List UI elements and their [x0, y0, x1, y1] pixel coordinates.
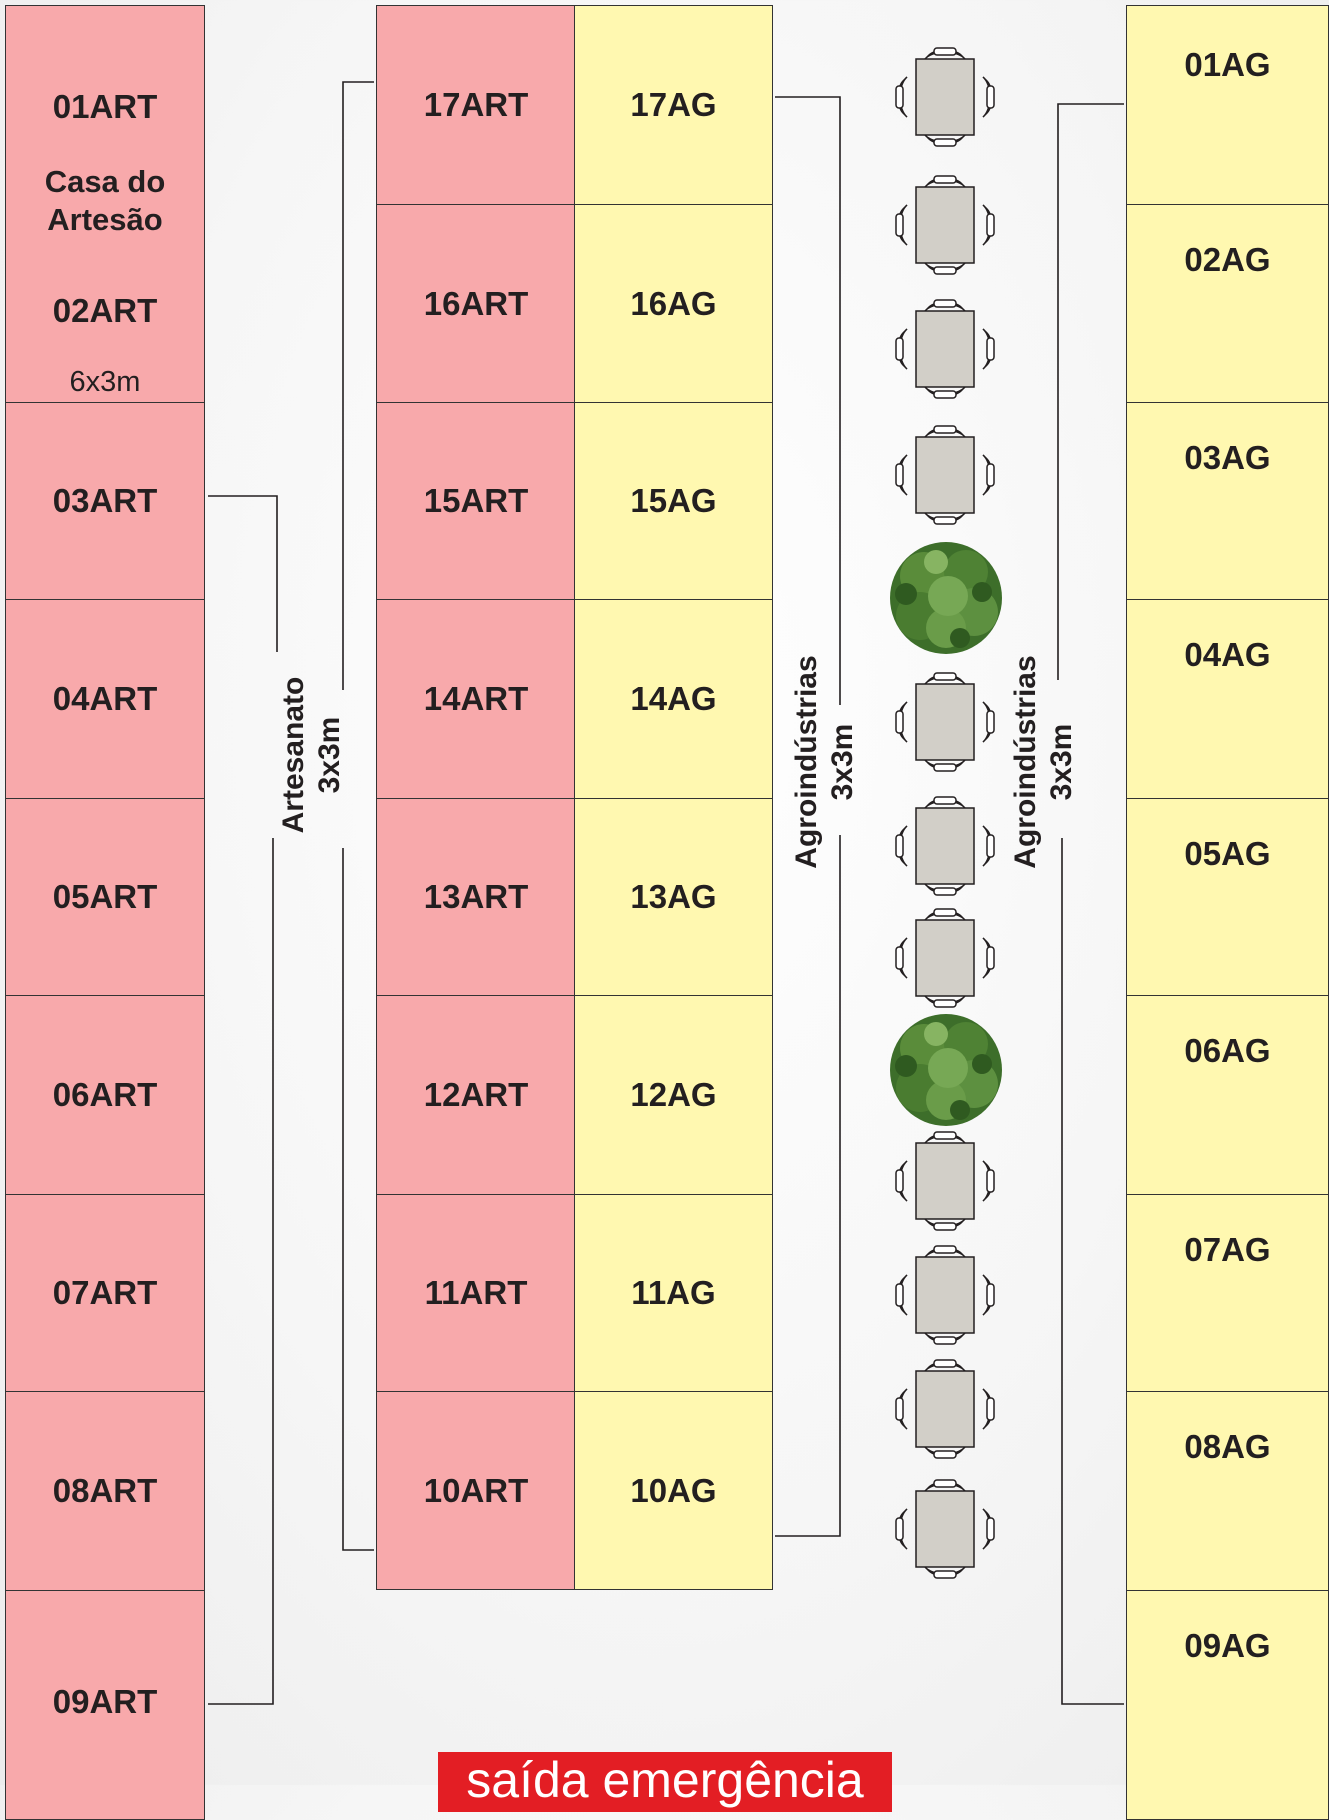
stall-07art[interactable]: 07ART: [5, 1194, 205, 1392]
stall-17ag[interactable]: 17AG: [574, 5, 773, 205]
stall-code: 03ART: [52, 482, 158, 519]
stall-05ag[interactable]: 05AG: [1126, 798, 1329, 996]
tree-icon: [890, 1014, 1002, 1126]
stall-code: 15ART: [423, 482, 529, 519]
casa-size-note: 6x3m: [69, 366, 141, 398]
stall-code: 07ART: [52, 1274, 158, 1311]
stall-10ag[interactable]: 10AG: [574, 1391, 773, 1590]
table-with-chairs-icon[interactable]: [895, 1131, 995, 1231]
artesanato-bracket-left-lower: [208, 838, 274, 1705]
stall-16art[interactable]: 16ART: [376, 204, 576, 403]
stall-01ag[interactable]: 01AG: [1126, 5, 1329, 205]
table-with-chairs-icon[interactable]: [895, 1479, 995, 1579]
table-with-chairs-icon[interactable]: [895, 796, 995, 896]
stall-code-01art: 01ART: [52, 88, 158, 125]
stall-code: 06ART: [52, 1076, 158, 1113]
table-with-chairs-icon[interactable]: [895, 425, 995, 525]
stall-code: 12ART: [423, 1076, 529, 1113]
table-with-chairs-icon[interactable]: [895, 47, 995, 147]
stall-code: 01AG: [1184, 46, 1271, 83]
agro-right-bracket-lower: [1061, 838, 1124, 1705]
stall-code: 14AG: [630, 680, 717, 717]
stall-code-02art: 02ART: [52, 292, 158, 329]
stall-code: 09ART: [52, 1683, 158, 1720]
tree-icon: [890, 542, 1002, 654]
casa-name-line1: Casa do: [44, 164, 166, 199]
stall-code: 17ART: [423, 86, 529, 123]
stall-casa-do-artesao[interactable]: 01ART Casa do Artesão 02ART 6x3m: [5, 5, 205, 403]
stall-code: 10AG: [630, 1471, 717, 1509]
artesanato-bracket-center-lower: [342, 848, 374, 1551]
stall-09art[interactable]: 09ART: [5, 1590, 205, 1820]
stall-code: 02AG: [1184, 241, 1271, 278]
artesanato-bracket-left-upper: [208, 495, 278, 652]
stall-09ag[interactable]: 09AG: [1126, 1590, 1329, 1820]
stall-code: 11AG: [631, 1274, 716, 1311]
stall-03ag[interactable]: 03AG: [1126, 402, 1329, 600]
casa-name-line2: Artesão: [47, 202, 163, 237]
stall-14art[interactable]: 14ART: [376, 599, 576, 799]
stall-code: 15AG: [630, 482, 717, 519]
stall-11art[interactable]: 11ART: [376, 1194, 576, 1392]
stall-code: 08ART: [52, 1472, 158, 1509]
stall-code: 17AG: [630, 86, 717, 123]
stall-code: 13AG: [630, 878, 717, 915]
stall-08ag[interactable]: 08AG: [1126, 1391, 1329, 1591]
table-with-chairs-icon[interactable]: [895, 175, 995, 275]
stall-code: 16AG: [630, 284, 717, 322]
stall-code: 16ART: [423, 284, 529, 322]
stall-02ag[interactable]: 02AG: [1126, 204, 1329, 403]
stall-12art[interactable]: 12ART: [376, 995, 576, 1195]
stall-code: 04ART: [52, 680, 158, 717]
agro-right-bracket-upper: [1057, 103, 1124, 680]
stall-code: 04AG: [1184, 636, 1271, 673]
stall-code: 05AG: [1184, 835, 1271, 872]
stall-13ag[interactable]: 13AG: [574, 798, 773, 996]
table-with-chairs-icon[interactable]: [895, 908, 995, 1008]
stall-08art[interactable]: 08ART: [5, 1391, 205, 1591]
stall-code: 11ART: [424, 1274, 528, 1311]
stall-code: 13ART: [423, 878, 529, 915]
stall-07ag[interactable]: 07AG: [1126, 1194, 1329, 1392]
table-with-chairs-icon[interactable]: [895, 299, 995, 399]
stall-03art[interactable]: 03ART: [5, 402, 205, 600]
stall-code: 14ART: [423, 680, 529, 717]
stall-code: 08AG: [1184, 1428, 1271, 1465]
stall-code: 12AG: [630, 1076, 717, 1113]
stall-16ag[interactable]: 16AG: [574, 204, 773, 403]
stall-06art[interactable]: 06ART: [5, 995, 205, 1195]
stall-12ag[interactable]: 12AG: [574, 995, 773, 1195]
table-with-chairs-icon[interactable]: [895, 1245, 995, 1345]
stall-code: 05ART: [52, 878, 158, 915]
emergency-exit-sign: saída emergência: [438, 1752, 892, 1812]
table-with-chairs-icon[interactable]: [895, 672, 995, 772]
stall-code: 06AG: [1184, 1032, 1271, 1069]
stall-code: 07AG: [1184, 1231, 1271, 1268]
stall-11ag[interactable]: 11AG: [574, 1194, 773, 1392]
stall-13art[interactable]: 13ART: [376, 798, 576, 996]
stall-15art[interactable]: 15ART: [376, 402, 576, 600]
artesanato-bracket-center-upper: [342, 81, 374, 690]
table-with-chairs-icon[interactable]: [895, 1359, 995, 1459]
agro-center-bracket-lower: [775, 835, 841, 1537]
stall-14ag[interactable]: 14AG: [574, 599, 773, 799]
stall-code: 03AG: [1184, 439, 1271, 476]
stall-code: 09AG: [1184, 1627, 1271, 1664]
agro-center-bracket-upper: [775, 96, 841, 705]
stall-10art[interactable]: 10ART: [376, 1391, 576, 1590]
stall-code: 10ART: [423, 1471, 529, 1509]
